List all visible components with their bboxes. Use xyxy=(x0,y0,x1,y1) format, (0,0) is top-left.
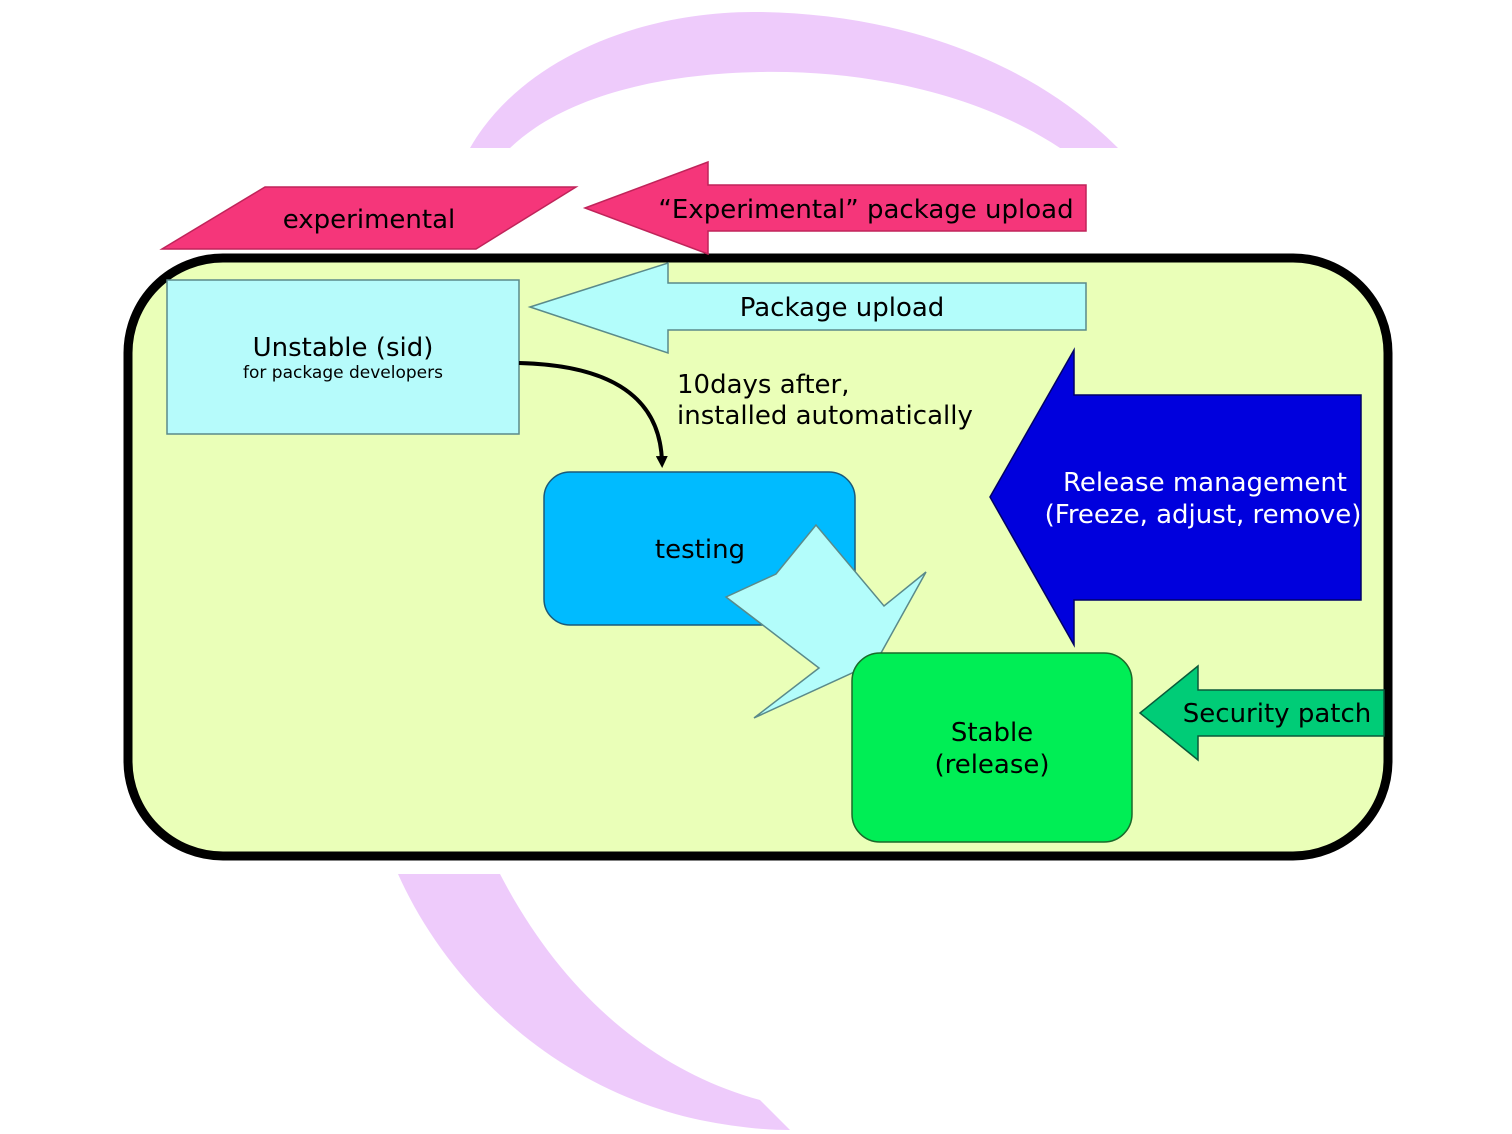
unstable-box xyxy=(166,279,520,435)
release-management-shape xyxy=(989,347,1362,648)
auto-install-line1: 10days after, xyxy=(677,370,850,400)
security-patch-shape xyxy=(1138,664,1385,762)
stable-box xyxy=(851,652,1133,843)
experimental-label: experimental xyxy=(283,205,456,235)
stable-node: Stable (release) xyxy=(851,652,1133,843)
swirl-top-arc xyxy=(470,11,1118,148)
debian-swirl-icon xyxy=(398,11,1118,1130)
unstable-title: Unstable (sid) xyxy=(253,333,434,363)
experimental-upload-shape xyxy=(582,160,1087,256)
auto-install-connector xyxy=(518,361,668,468)
security-patch-arrow: Security patch xyxy=(1138,664,1385,762)
experimental-shape xyxy=(159,186,579,250)
stable-line2: (release) xyxy=(934,750,1049,780)
package-upload-arrow: Package upload xyxy=(527,261,1087,355)
auto-install-line2: installed automatically xyxy=(677,401,973,431)
security-patch-label: Security patch xyxy=(1183,699,1371,729)
experimental-upload-label: “Experimental” package upload xyxy=(658,195,1073,225)
unstable-node: Unstable (sid) for package developers xyxy=(166,279,520,435)
package-upload-shape xyxy=(527,261,1087,355)
experimental-node: experimental xyxy=(159,186,579,250)
auto-install-note: 10days after, installed automatically xyxy=(677,370,973,431)
release-management-arrow: Release management (Freeze, adjust, remo… xyxy=(989,347,1362,648)
stable-line1: Stable xyxy=(951,718,1033,748)
release-management-line1: Release management xyxy=(1063,468,1347,498)
swirl-bottom-arc xyxy=(398,874,790,1130)
release-management-line2: (Freeze, adjust, remove) xyxy=(1045,500,1362,530)
experimental-upload-arrow: “Experimental” package upload xyxy=(582,160,1087,256)
package-upload-label: Package upload xyxy=(740,293,945,323)
testing-label: testing xyxy=(655,535,745,565)
unstable-subtitle: for package developers xyxy=(243,363,443,383)
